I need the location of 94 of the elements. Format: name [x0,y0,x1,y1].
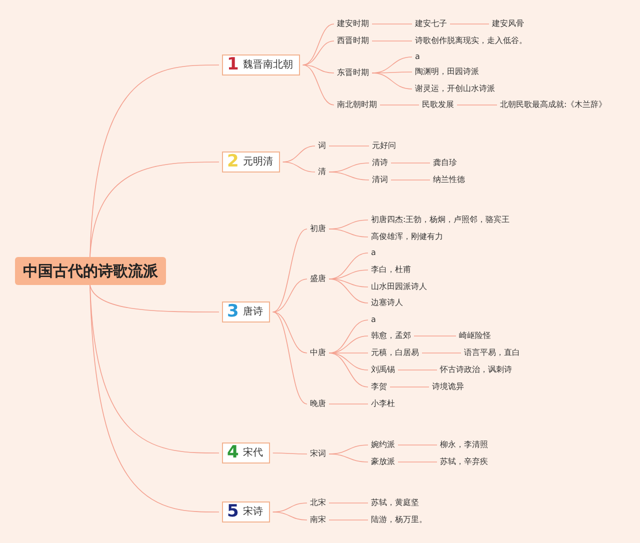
branch-text: 怀古诗政治，讽刺诗 [440,365,512,375]
branch-line [328,278,368,288]
branch-text: 山水田园派诗人 [371,282,427,292]
branch-text: 陆游，杨万里。 [371,515,427,525]
branch-line [302,64,334,106]
branch-text: a [371,248,376,258]
topic-box [222,152,280,172]
topic-number: 1 [227,56,239,74]
branch-text: 苏轼，辛弃疾 [440,457,488,467]
branch-line [328,172,370,180]
branch-line [372,40,412,42]
branch-text: 南北朝时期 [337,100,377,110]
branch-text: 龚自珍 [433,158,457,168]
branch-text: 东晋时期 [337,68,369,78]
branch-text: 北朝民歌最高成就:《木兰辞》 [500,100,607,110]
branch-text: 苏轼，黄庭坚 [371,498,419,508]
branch-line [328,278,368,304]
branch-text: a [371,315,376,325]
branch-text: 元稹，白居易 [371,348,419,358]
topic-label: 唐诗 [242,306,263,318]
topic-label: 元明清 [242,156,273,168]
branch-text: 清诗 [372,158,388,168]
branch-line [90,284,220,512]
branch-text: 民歌发展 [422,100,454,110]
branch-line [272,312,308,404]
branch-line [90,64,220,258]
branch-text: 语言平易，直白 [464,348,520,358]
root-topic: 中国古代的诗歌流派 [15,257,166,285]
branch-text: 词 [318,141,326,151]
branch-text: 崎岖险怪 [459,331,491,341]
topic-label: 魏晋南北朝 [242,59,293,71]
branch-text: 边塞诗人 [371,298,403,308]
topic-box [222,54,300,76]
branch-text: 纳兰性德 [433,175,465,185]
branch-line [302,24,334,66]
branch-line [328,502,368,504]
branch-text: 西晋时期 [337,36,369,46]
branch-line [282,162,316,172]
branch-text: 韩愈，孟郊 [371,331,411,341]
branch-line [328,352,368,388]
topic-label: 宋代 [242,447,263,459]
branch-line [328,454,368,462]
branch-line [398,444,438,446]
branch-line [380,104,420,106]
branch-line [302,64,334,74]
branch-line [90,162,220,258]
branch-text: 小李杜 [371,399,395,409]
branch-line [272,228,308,312]
branch-text: 高俊雄浑，刚健有力 [371,232,443,242]
branch-line [272,312,308,354]
topic-box [222,442,270,464]
branch-text: 豪放派 [371,457,395,467]
branch-text: 晚唐 [310,399,326,409]
branch-text: 建安时期 [337,19,369,29]
topic-number: 2 [227,154,239,170]
branch-text: 诗歌创作脱离现实，走入低谷。 [415,36,527,46]
branch-line [372,72,412,90]
branch-line [328,352,368,370]
branch-text: 南宋 [310,515,326,525]
branch-text: 建安七子 [415,19,447,29]
branch-text: 元好问 [372,141,396,151]
branch-text: 婉约派 [371,440,395,450]
topic-number: 4 [227,444,239,462]
branch-text: 李白，杜甫 [371,265,411,275]
topic-box [222,502,270,522]
branch-line [272,278,308,312]
branch-line [390,386,430,388]
topic-number: 5 [227,504,239,520]
branch-line [456,104,498,106]
branch-text: 初唐 [310,224,326,234]
branch-line [272,512,308,520]
topic-number: 3 [227,304,239,320]
topic-box [222,302,270,322]
branch-text: 清 [318,167,326,177]
branch-text: 陶渊明，田园诗派 [415,67,479,77]
branch-line [328,228,368,238]
branch-text: 柳永，李清照 [440,440,488,450]
branch-text: 刘禹锡 [371,365,395,375]
branch-text: 谢灵运，开创山水诗派 [415,84,495,94]
branch-text: 盛唐 [310,274,326,284]
branch-text: a [415,52,420,62]
branch-text: 李贺 [371,382,387,392]
branch-text: 北宋 [310,498,326,508]
branch-line [272,452,308,454]
branch-text: 初唐四杰:王勃，杨炯，卢照邻，骆宾王 [371,215,510,225]
topic-label: 宋诗 [242,506,263,518]
branch-line [90,284,220,312]
branch-text: 清词 [372,175,388,185]
branch-text: 诗境诡异 [432,382,464,392]
branch-text: 建安风骨 [492,19,524,29]
branch-text: 宋词 [310,449,326,459]
branch-text: 中唐 [310,348,326,358]
branch-line [390,162,430,164]
branch-line [422,352,462,354]
